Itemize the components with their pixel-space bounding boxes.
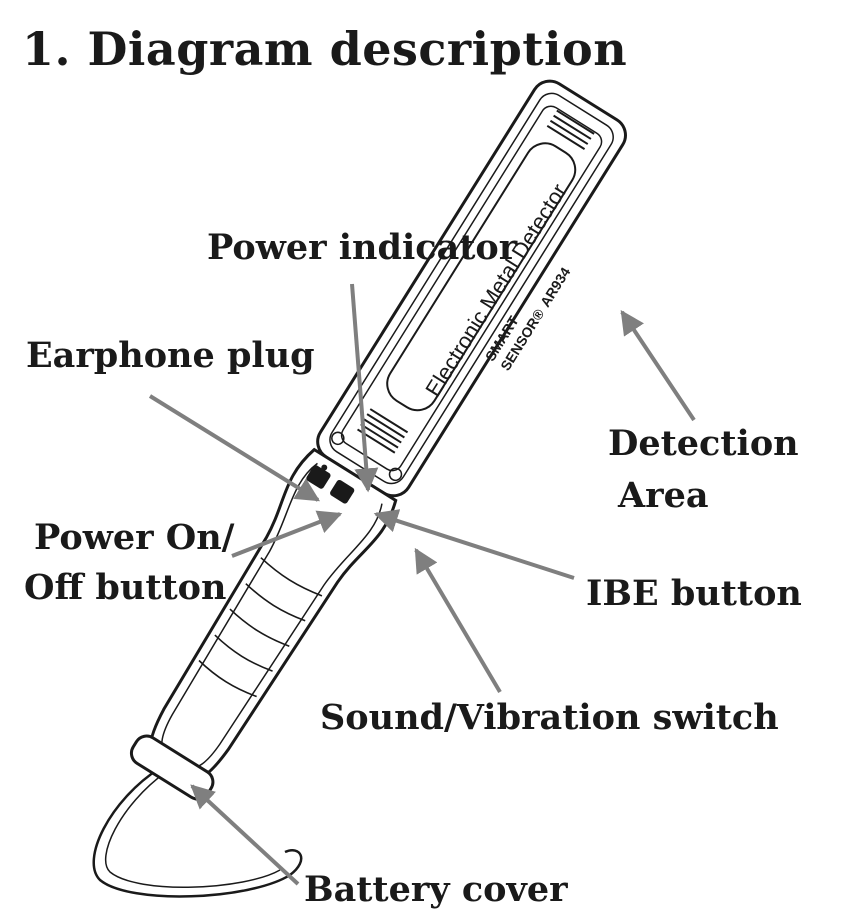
page-title: 1. Diagram description	[22, 22, 628, 76]
label-power-button-line1: Power On/	[34, 517, 235, 558]
detection-area-plate	[386, 142, 577, 412]
ibe-button-shape	[330, 479, 355, 504]
label-sound-switch: Sound/Vibration switch	[320, 697, 779, 738]
label-battery-cover: Battery cover	[304, 869, 568, 910]
arrow-earphone-plug	[148, 394, 321, 502]
arrow-detection-area	[620, 310, 696, 422]
label-power-indicator: Power indicator	[207, 227, 518, 268]
label-earphone-plug: Earphone plug	[26, 335, 315, 376]
label-power-button-line2: Off button	[24, 567, 227, 608]
handle	[148, 447, 398, 781]
label-detection-area-line1: Detection	[608, 423, 799, 464]
power-indicator-dot	[321, 464, 328, 471]
label-detection-area-line2: Area	[618, 475, 709, 516]
label-ibe-button: IBE button	[586, 573, 802, 614]
arrow-sound-switch	[414, 547, 502, 694]
lanyard	[92, 766, 303, 898]
arrow-power-indicator	[350, 283, 379, 493]
arrow-battery-cover	[190, 784, 300, 886]
arrow-power-button	[231, 510, 343, 558]
arrow-ibe-button	[373, 509, 575, 580]
